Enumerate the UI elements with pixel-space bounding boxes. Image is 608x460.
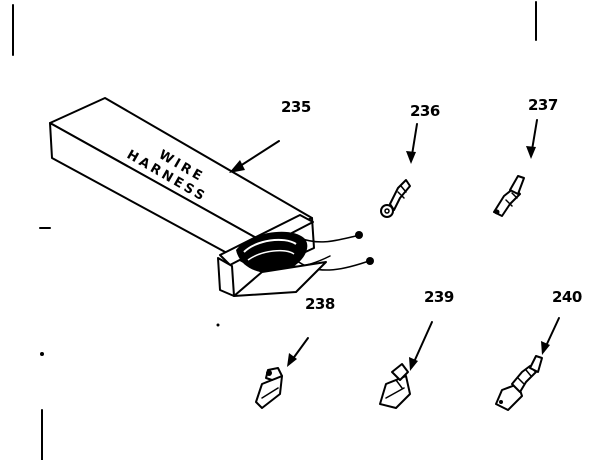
callout-arrow-236 <box>406 123 418 164</box>
terminal-ring <box>380 179 411 218</box>
part-label-239: 239 <box>424 288 454 306</box>
part-label-238: 238 <box>305 295 335 313</box>
wire-harness-box: WIRE HARNESS <box>49 97 374 297</box>
callout-arrow-239 <box>409 321 433 371</box>
terminal-quick-connect <box>379 363 411 409</box>
callout-arrow-238 <box>287 337 309 367</box>
terminal-spade-small <box>493 175 525 217</box>
part-label-240: 240 <box>552 288 582 306</box>
callout-arrow-235 <box>229 140 280 173</box>
terminal-flag <box>255 367 283 409</box>
callout-arrow-237 <box>526 119 538 159</box>
scan-marks <box>12 1 537 460</box>
part-label-236: 236 <box>410 102 440 120</box>
callout-arrow-240 <box>541 317 560 355</box>
part-label-237: 237 <box>528 96 558 114</box>
terminal-spade-large <box>495 355 543 411</box>
part-label-235: 235 <box>281 98 311 116</box>
